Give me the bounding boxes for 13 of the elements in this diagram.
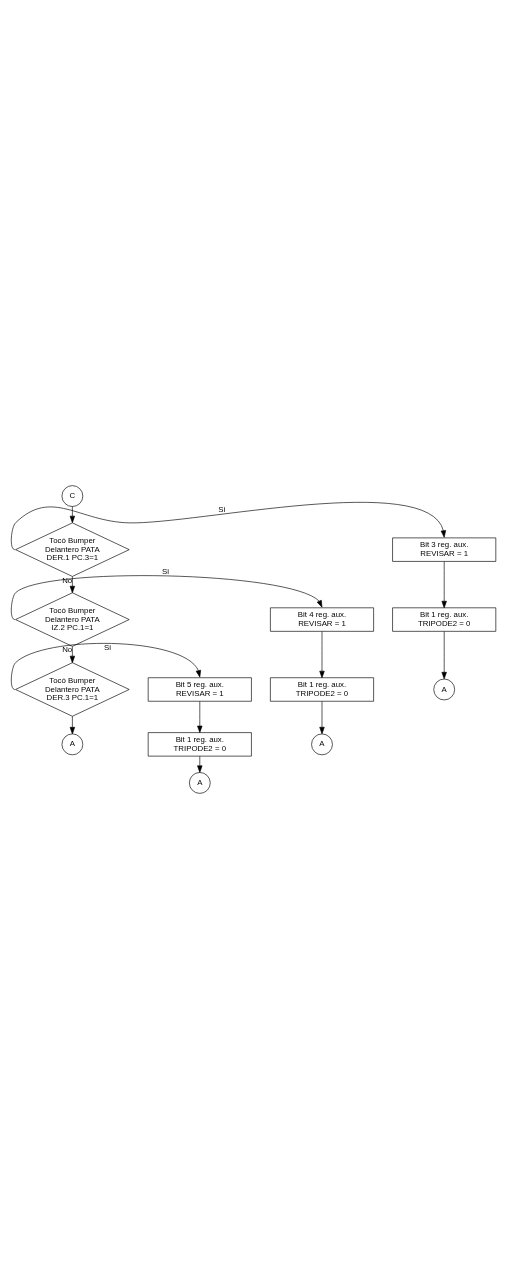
arrow xyxy=(319,700,325,734)
arrow xyxy=(10,574,323,620)
arrow xyxy=(441,630,447,679)
arrow xyxy=(197,755,203,773)
arrow xyxy=(10,501,446,550)
arrow xyxy=(197,700,203,733)
arrow xyxy=(69,645,75,663)
arrow xyxy=(69,715,75,734)
arrow xyxy=(319,630,325,678)
arrow xyxy=(10,642,201,690)
arrow xyxy=(69,505,75,523)
arrow xyxy=(69,575,75,593)
arrow xyxy=(441,560,447,608)
